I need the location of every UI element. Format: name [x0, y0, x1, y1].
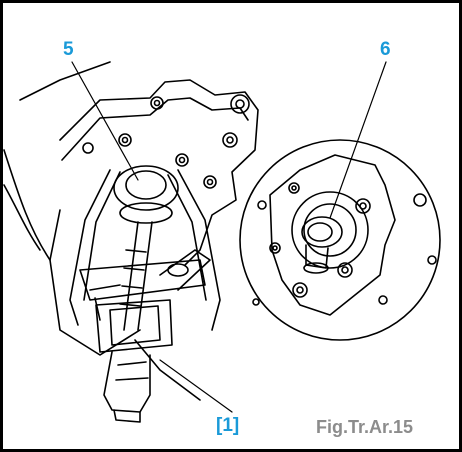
puller-tool: [49, 165, 221, 423]
housing-left-edge: [3, 61, 111, 261]
callout-tool-1: [1]: [216, 415, 240, 436]
mounting-plate: [59, 79, 259, 266]
callout-part-6: 6: [380, 39, 391, 60]
leader-5: [71, 61, 139, 181]
leader-lines: [71, 61, 387, 413]
leader-6: [329, 61, 387, 219]
leader-1: [159, 359, 233, 413]
callout-part-5: 5: [63, 39, 74, 60]
figure-caption: Fig.Tr.Ar.15: [316, 417, 414, 437]
hub-plate: [239, 139, 441, 341]
